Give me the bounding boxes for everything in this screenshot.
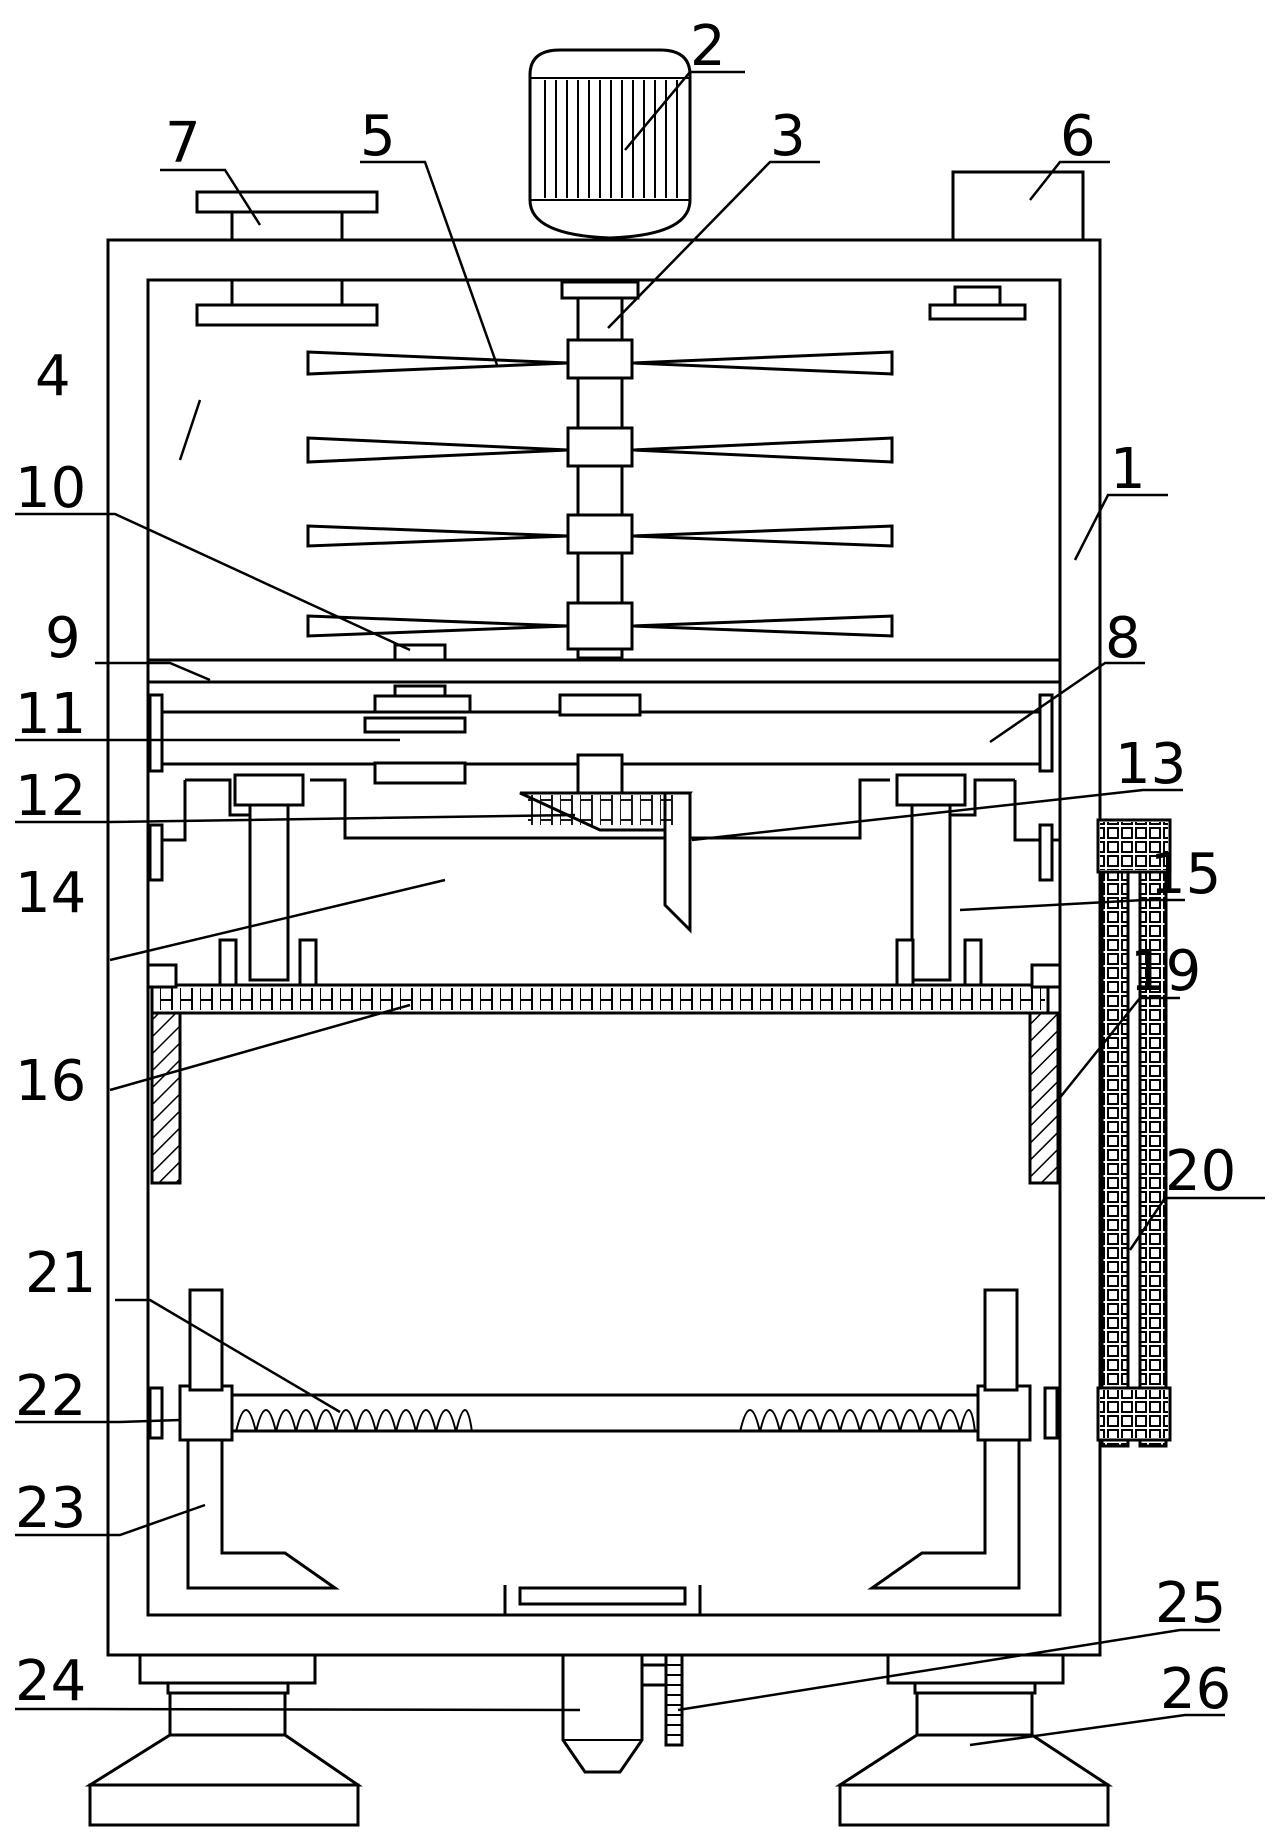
label-24: 24 bbox=[15, 1649, 86, 1714]
frame bbox=[148, 778, 1060, 882]
callout-labels: 1 2 3 4 5 6 7 8 9 10 11 12 13 14 15 16 1… bbox=[15, 14, 1236, 1722]
stirring-shaft bbox=[560, 280, 640, 660]
chain-drive bbox=[1096, 818, 1172, 1448]
screw-rod bbox=[148, 1384, 1059, 1442]
sieve-plate bbox=[146, 963, 1062, 1015]
label-10: 10 bbox=[15, 456, 86, 521]
label-8: 8 bbox=[1105, 606, 1141, 671]
side-guides bbox=[150, 1011, 1060, 1185]
label-25: 25 bbox=[1155, 1571, 1226, 1636]
label-2: 2 bbox=[690, 14, 726, 79]
label-11: 11 bbox=[15, 682, 86, 747]
label-1: 1 bbox=[1110, 437, 1146, 502]
label-7: 7 bbox=[165, 111, 201, 176]
label-26: 26 bbox=[1160, 1657, 1231, 1722]
label-13: 13 bbox=[1115, 732, 1186, 797]
feed-inlet bbox=[195, 190, 379, 327]
label-3: 3 bbox=[770, 104, 806, 169]
label-9: 9 bbox=[45, 606, 81, 671]
label-20: 20 bbox=[1165, 1139, 1236, 1204]
discharge-port bbox=[503, 1585, 702, 1774]
label-15: 15 bbox=[1150, 842, 1221, 907]
label-12: 12 bbox=[15, 764, 86, 829]
bevel-gears bbox=[519, 791, 693, 934]
label-6: 6 bbox=[1060, 104, 1096, 169]
stirring-blades bbox=[306, 350, 894, 638]
scrapers bbox=[186, 1288, 1021, 1590]
label-23: 23 bbox=[15, 1476, 86, 1541]
label-22: 22 bbox=[15, 1364, 86, 1429]
label-19: 19 bbox=[1130, 939, 1201, 1004]
label-16: 16 bbox=[15, 1049, 86, 1114]
vertical-rods bbox=[218, 773, 983, 987]
label-5: 5 bbox=[360, 104, 396, 169]
label-14: 14 bbox=[15, 861, 86, 926]
top-right-port bbox=[928, 170, 1085, 321]
partition bbox=[146, 643, 1062, 795]
motor bbox=[528, 48, 692, 240]
label-21: 21 bbox=[25, 1241, 96, 1306]
label-4: 4 bbox=[35, 344, 71, 409]
feet bbox=[84, 1653, 1114, 1827]
leader-lines bbox=[15, 70, 1265, 1747]
